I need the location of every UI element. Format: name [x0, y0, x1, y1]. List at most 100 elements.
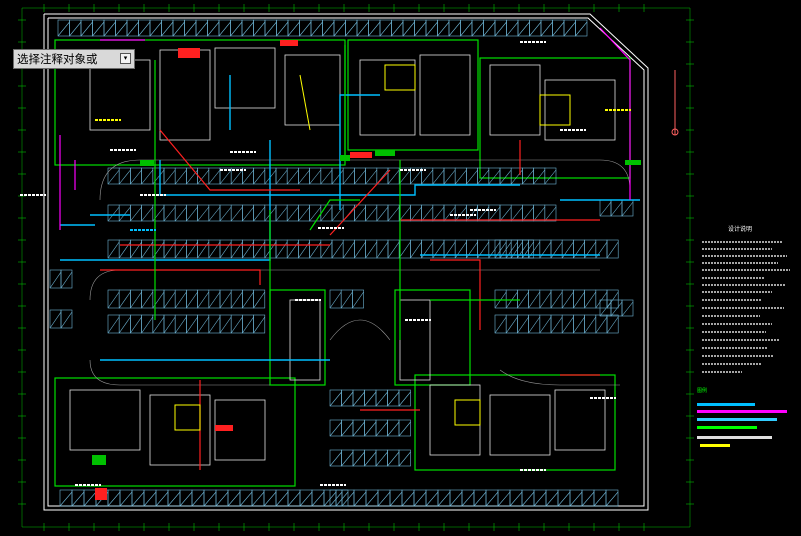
parking-stall-diagonal [410, 206, 422, 222]
parking-stall-diagonal [352, 391, 365, 407]
parking-stall-diagonal [329, 421, 342, 437]
north-marker [671, 70, 679, 136]
parking-stall-diagonal [375, 421, 388, 437]
parking-stall-diagonal [107, 206, 120, 222]
parking-stall [606, 289, 619, 309]
parking-stall-diagonal [387, 451, 400, 467]
parking-stall-diagonal [251, 491, 265, 507]
parking-stall-diagonal [322, 21, 335, 37]
parking-stall-diagonal [227, 491, 241, 507]
parking-stall-diagonal [509, 491, 523, 507]
parking-stall-diagonal [449, 491, 463, 507]
annotation-prompt-tooltip[interactable]: 选择注释对象或 ▾ [13, 49, 135, 69]
parking-stall-diagonal [155, 491, 169, 507]
parking-stall-diagonal [376, 241, 389, 259]
parking-stall-diagonal [499, 169, 512, 185]
parking-stall-diagonal [161, 21, 174, 37]
parking-stall-diagonal [71, 491, 85, 507]
parking-stall [398, 449, 411, 467]
prompt-dropdown-button[interactable]: ▾ [120, 53, 131, 64]
parking-stall-diagonal [130, 206, 142, 222]
parking-stall-diagonal [219, 316, 232, 334]
parking-stall-diagonal [331, 169, 344, 185]
parking-stall-diagonal [329, 391, 342, 407]
parking-stall-diagonal [485, 491, 499, 507]
parking-stall-diagonal [207, 21, 220, 37]
parking-stall-diagonal [331, 206, 344, 222]
parking-stall-diagonal [287, 491, 301, 507]
parking-stall-diagonal [329, 451, 342, 467]
parking-stall-diagonal [354, 169, 366, 185]
parking-stall-diagonal [203, 491, 217, 507]
parking-stalls [49, 19, 634, 507]
parking-stall-diagonal [391, 21, 404, 37]
parking-stall-diagonal [230, 21, 243, 37]
parking-stall-diagonal [163, 316, 176, 334]
drawing-annotations [20, 41, 631, 486]
parking-stall-diagonal [437, 21, 450, 37]
parking-stall-diagonal [163, 206, 176, 222]
parking-stall-diagonal [107, 241, 120, 259]
parking-stall-diagonal [494, 21, 507, 37]
equipment-green-blocks [92, 150, 641, 465]
legend-swatch-yellow [700, 444, 730, 447]
parking-stall-diagonal [186, 206, 198, 222]
parking-stall-diagonal [425, 21, 438, 37]
notes-panel-title: 设计说明 [728, 225, 752, 233]
parking-stall-diagonal [309, 169, 322, 185]
parking-stall-diagonal [425, 491, 439, 507]
parking-stall-diagonal [172, 21, 185, 37]
parking-stall-diagonal [606, 316, 619, 334]
parking-stall-diagonal [208, 169, 221, 185]
parking-stall-diagonal [517, 291, 529, 309]
parking-stall-diagonal [533, 206, 546, 222]
parking-stall-diagonal [83, 491, 97, 507]
parking-stall-diagonal [387, 169, 400, 185]
parking-stall-diagonal [184, 21, 197, 37]
parking-stall-diagonal [126, 21, 139, 37]
parking-stall-diagonal [354, 206, 366, 222]
parking-stall-diagonal [119, 491, 133, 507]
parking-stall-diagonal [573, 291, 585, 309]
parking-stall-diagonal [242, 291, 254, 309]
parking-stall-diagonal [219, 169, 232, 185]
parking-stall-diagonal [454, 169, 467, 185]
parking-stall-diagonal [460, 21, 473, 37]
parking-stall-diagonal [387, 241, 400, 259]
parking-stall-diagonal [130, 316, 142, 334]
parking-stall-diagonal [69, 21, 82, 37]
parking-stall-diagonal [299, 491, 313, 507]
parking-stall-diagonal [141, 316, 154, 334]
parking-stall-diagonal [550, 316, 563, 334]
parking-stall-diagonal [179, 491, 193, 507]
equipment-red-blocks [95, 40, 372, 500]
parking-stall-diagonal [477, 169, 490, 185]
parking-stall-diagonal [342, 241, 355, 259]
parking-stall-diagonal [287, 21, 300, 37]
parking-stall-diagonal [107, 291, 120, 309]
parking-stall-diagonal [494, 316, 507, 334]
parking-stall-diagonal [364, 421, 377, 437]
parking-stall-diagonal [506, 21, 519, 37]
parking-stall-diagonal [341, 491, 355, 507]
parking-stall-diagonal [329, 491, 343, 507]
parking-stall-diagonal [606, 241, 619, 259]
parking-stall-diagonal [545, 491, 559, 507]
parking-stall-diagonal [563, 21, 576, 37]
parking-stall-diagonal [49, 271, 62, 289]
parking-stall-diagonal [557, 491, 571, 507]
parking-stall-diagonal [365, 206, 378, 222]
parking-stall-diagonal [365, 491, 379, 507]
parking-stall-diagonal [488, 169, 501, 185]
parking-stall-diagonal [595, 316, 608, 334]
parking-stall-diagonal [103, 21, 116, 37]
parking-stall-diagonal [432, 169, 445, 185]
parking-stall-diagonal [253, 21, 266, 37]
parking-stall-diagonal [387, 206, 400, 222]
parking-stall-diagonal [544, 206, 557, 222]
grid-axis-lines [21, 7, 691, 528]
parking-stall-diagonal [521, 491, 535, 507]
parking-stall-diagonal [402, 21, 415, 37]
parking-stall-diagonal [118, 206, 131, 222]
